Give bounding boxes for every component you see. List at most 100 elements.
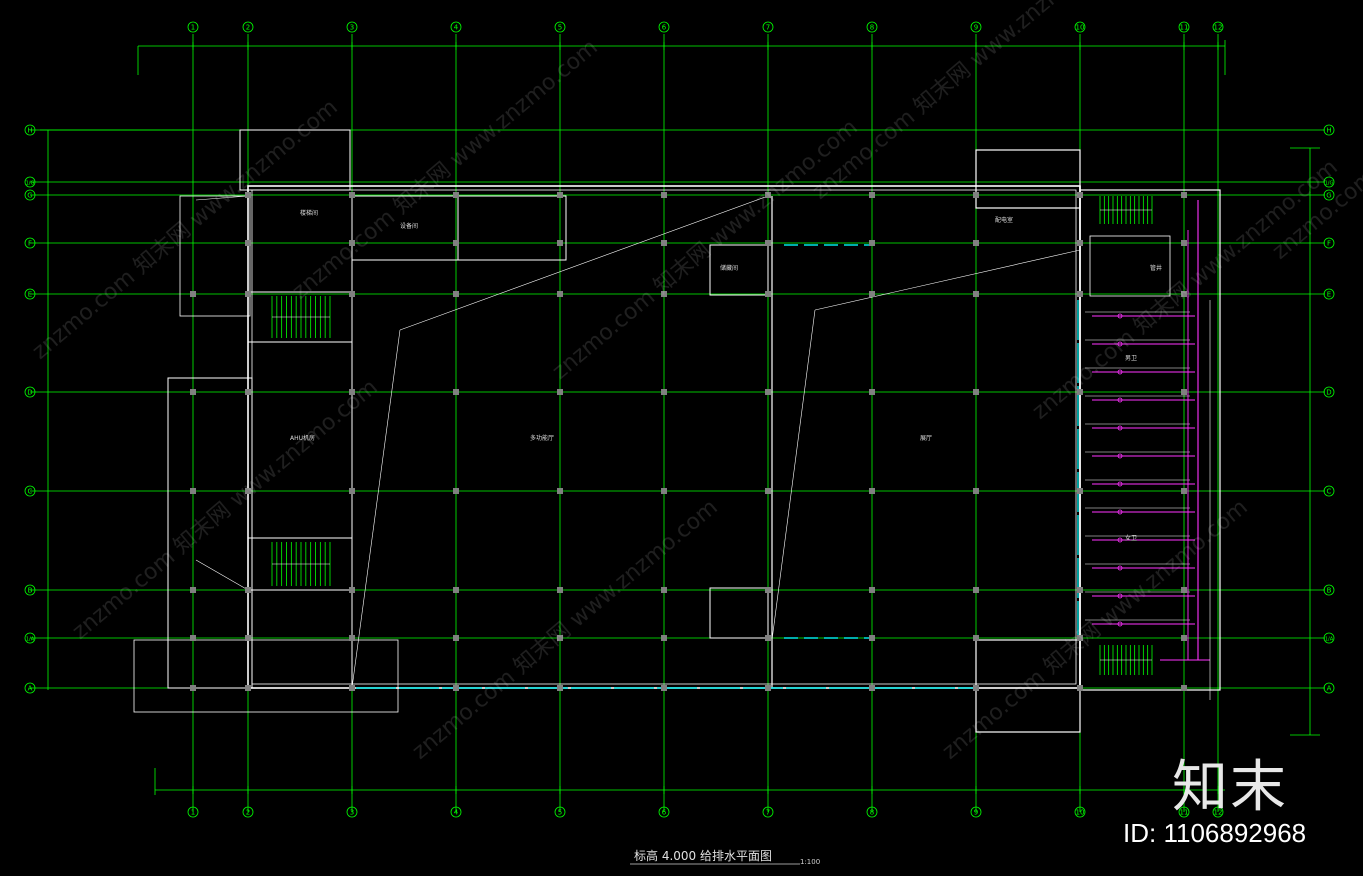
column (453, 291, 459, 297)
axis-bubble-col-8 (866, 21, 878, 33)
column (453, 488, 459, 494)
washroom-box (1089, 235, 1171, 297)
axis-bubble-row-label-D: D (27, 389, 32, 397)
column (557, 192, 563, 198)
column (973, 685, 979, 691)
axis-bubble-col-label-11: 11 (1180, 809, 1189, 817)
axis-bubble-row-D (1323, 386, 1335, 398)
diag-3 (814, 249, 1081, 311)
column (557, 635, 563, 641)
axis-bubble-row-1/G (1323, 176, 1335, 188)
column (869, 685, 875, 691)
wall-bottom-left-block (133, 639, 399, 713)
column (973, 240, 979, 246)
floor-drain (1117, 397, 1123, 403)
column (1077, 240, 1083, 246)
column (453, 240, 459, 246)
column (869, 635, 875, 641)
stairs (271, 196, 1153, 675)
wall-left-annex-top (179, 195, 251, 317)
stair-4 (1099, 645, 1153, 675)
column (349, 240, 355, 246)
stair-1 (271, 296, 331, 338)
axis-bubble-row-label-H: H (1326, 127, 1331, 135)
column (869, 291, 875, 297)
axis-bubble-row-F (24, 237, 36, 249)
diag-6 (195, 559, 249, 591)
column (349, 291, 355, 297)
axis-bubble-col-label-9: 9 (974, 24, 978, 32)
room-label-2: 展厅 (920, 435, 932, 442)
column (765, 291, 771, 297)
axis-bubble-row-label-1/G: 1/G (26, 181, 35, 187)
axis-bubble-row-1/G (24, 176, 36, 188)
axis-bubble-row-B (24, 584, 36, 596)
structural-columns (190, 192, 1187, 691)
watermark-text-1: znzmo.com 知末网 www.znzmo.com (288, 35, 603, 305)
column (349, 685, 355, 691)
axis-bubble-row-G (24, 189, 36, 201)
column (1181, 587, 1187, 593)
column (973, 389, 979, 395)
watermark-text-0: znzmo.com 知末网 www.znzmo.com (28, 95, 343, 365)
axis-bubble-row-E (1323, 288, 1335, 300)
watermark-text-6: znzmo.com 知末网 www.znzmo.com (408, 495, 723, 765)
axis-bubble-row-label-H: H (27, 127, 32, 135)
column (869, 192, 875, 198)
axis-bubble-row-label-B: B (1327, 587, 1332, 595)
column (1077, 685, 1083, 691)
watermark-text-2: znzmo.com 知末网 www.znzmo.com (548, 115, 863, 385)
room-label-8: 设备间 (400, 222, 418, 230)
axis-bubble-col-4 (450, 806, 462, 818)
axis-bubble-row-label-G: G (27, 192, 32, 200)
column (869, 488, 875, 494)
column (245, 240, 251, 246)
axis-bubble-row-C (1323, 485, 1335, 497)
column (190, 488, 196, 494)
axis-bubble-col-1 (187, 806, 199, 818)
floor-drain (1117, 425, 1123, 431)
floor-drain (1117, 341, 1123, 347)
axis-grid (30, 34, 1325, 812)
axis-bubble-col-label-8: 8 (870, 809, 874, 817)
column (190, 389, 196, 395)
column (973, 587, 979, 593)
axis-bubble-row-label-B: B (28, 587, 33, 595)
column (661, 488, 667, 494)
axis-bubble-row-label-F: F (1327, 240, 1331, 248)
column (453, 192, 459, 198)
column (1077, 635, 1083, 641)
watermark-id: ID: 1106892968 (1123, 818, 1307, 848)
axis-bubble-col-label-5: 5 (558, 24, 562, 32)
column (973, 488, 979, 494)
room-label-1: 多功能厅 (530, 434, 554, 442)
room-label-7: 楼梯间 (300, 209, 318, 217)
floor-drain (1117, 565, 1123, 571)
column (1181, 240, 1187, 246)
axis-bubble-col-3 (346, 21, 358, 33)
drainage-pipes (1092, 200, 1211, 700)
axis-bubble-col-9 (970, 806, 982, 818)
axis-bubble-row-E (24, 288, 36, 300)
column (1077, 389, 1083, 395)
column (661, 192, 667, 198)
axis-bubble-row-label-1/A: 1/A (1325, 637, 1334, 643)
axis-bubble-col-label-1: 1 (191, 24, 195, 32)
stair-3 (1099, 196, 1153, 224)
column (765, 389, 771, 395)
axis-bubble-row-B (1323, 584, 1335, 596)
column (245, 291, 251, 297)
axis-bubble-col-12 (1212, 806, 1224, 818)
axis-bubble-col-11 (1178, 806, 1190, 818)
column (661, 685, 667, 691)
column (245, 389, 251, 395)
column (661, 291, 667, 297)
diag-4 (771, 309, 816, 641)
column (765, 685, 771, 691)
diag-2 (351, 329, 401, 689)
column (349, 587, 355, 593)
column (973, 291, 979, 297)
column (661, 635, 667, 641)
axis-bubble-row-label-1/G: 1/G (1325, 181, 1334, 187)
